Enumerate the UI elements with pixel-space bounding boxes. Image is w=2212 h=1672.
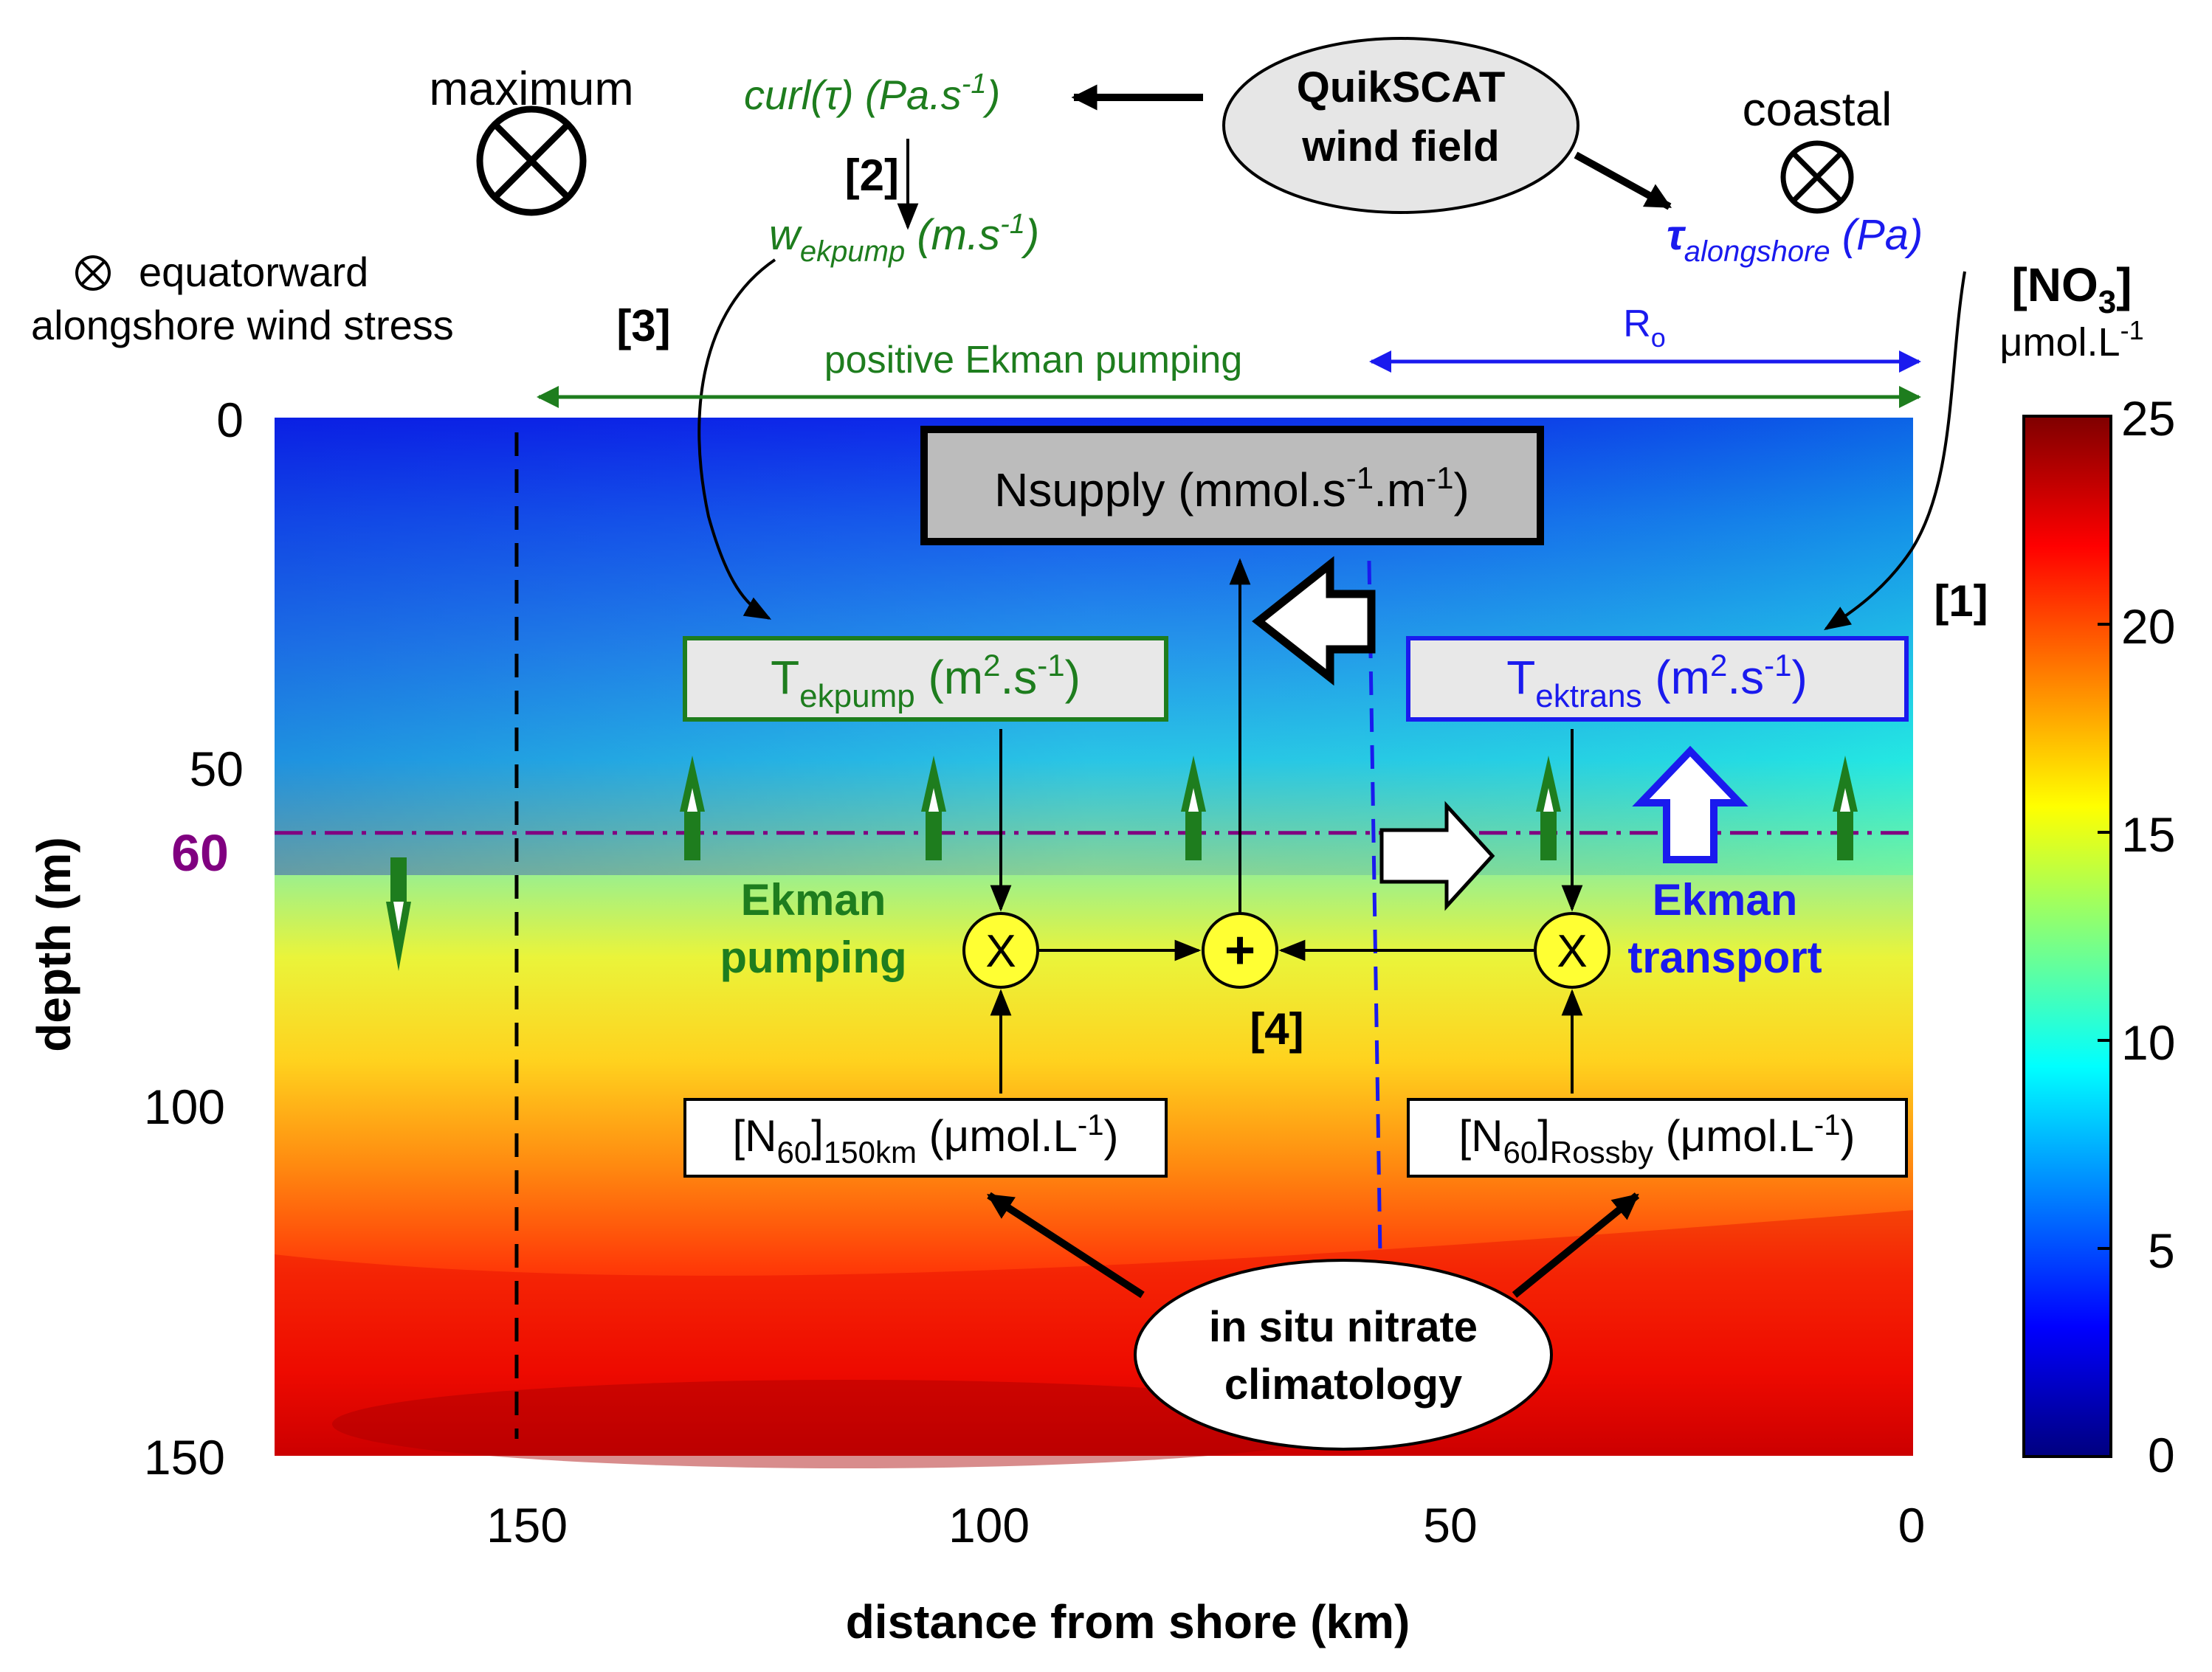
n60-rossby-label: [N60]Rossby (μmol.L-1) (1459, 1109, 1856, 1170)
x-tick-0: 0 (1898, 1498, 1926, 1552)
n60-150km-box: [N60]150km (μmol.L-1) (683, 1098, 1168, 1178)
svg-text:+: + (1224, 921, 1255, 980)
step-4: [4] (1250, 1004, 1303, 1054)
nsupply-box: Nsupply (mmol.s-1.m-1) (920, 426, 1544, 545)
tektrans-box: Tektrans (m2.s-1) (1406, 636, 1909, 722)
n60-rossby-box: [N60]Rossby (μmol.L-1) (1407, 1098, 1908, 1178)
svg-text:X: X (1557, 926, 1587, 977)
quikscat-ellipse: QuikSCAT wind field (1222, 37, 1579, 214)
colorbar-gradient (2022, 415, 2112, 1458)
quikscat-line1: QuikSCAT (1297, 63, 1506, 111)
colorbar-tick-15: 15 (2121, 807, 2175, 862)
y-tick-50: 50 (190, 742, 244, 796)
colorbar-unit: μmol.L-1 (1999, 315, 2143, 365)
span-rossby-label: Ro (1623, 303, 1666, 353)
equatorward-icon (75, 255, 111, 291)
tau-alongshore-label: τalongshore (Pa) (1667, 211, 1923, 268)
rossby-radius-line (1367, 560, 1382, 1255)
block-arrow-offshore-transport (1379, 801, 1495, 911)
span-pumping-label: positive Ekman pumping (824, 339, 1243, 381)
x-tick-50: 50 (1423, 1498, 1477, 1552)
y-tick-0: 0 (216, 393, 244, 447)
quikscat-line2: wind field (1301, 122, 1499, 170)
step-1: [1] (1934, 576, 1988, 626)
colorbar-title: [NO3] (2011, 258, 2132, 320)
ekman-transport-label-2: transport (1627, 933, 1822, 982)
colorbar-tick-5: 5 (2148, 1223, 2175, 1278)
y-tick-150: 150 (144, 1430, 225, 1485)
legend-equatorward-line1: equatorward (139, 249, 368, 295)
y-axis-label: depth (m) (27, 837, 80, 1052)
arrow-climatology-to-nrossby (1512, 1192, 1640, 1298)
arrow-climatology-to-n150 (987, 1192, 1145, 1299)
colorbar-tick-10: 10 (2121, 1015, 2175, 1070)
tekpump-label: Tekpump (m2.s-1) (771, 648, 1081, 714)
colorbar-tick-25: 25 (2121, 391, 2175, 446)
green-upwelling-arrows (680, 756, 1858, 860)
ekman-pumping-label-2: pumping (720, 933, 906, 982)
w-ekpump-label: wekpump (m.s-1) (769, 209, 1039, 268)
legend-equatorward-line2: alongshore wind stress (31, 302, 454, 348)
colorbar: 25 20 15 10 5 0 [NO3] μmol.L-1 (1999, 258, 2175, 1482)
arrow-quikscat-to-tau (1574, 151, 1672, 210)
tektrans-label: Tektrans (m2.s-1) (1506, 648, 1808, 714)
n60-150km-label: [N60]150km (μmol.L-1) (733, 1109, 1119, 1170)
colorbar-tick-0: 0 (2148, 1428, 2175, 1482)
y-axis: 0 50 60 100 150 depth (m) (27, 393, 244, 1485)
svg-text:X: X (985, 926, 1016, 977)
nsupply-label: Nsupply (mmol.s-1.m-1) (994, 460, 1470, 517)
ekman-pumping-label-1: Ekman (741, 875, 886, 925)
block-arrow-upward-transport (1632, 745, 1748, 863)
multiply-node-transport: X (1534, 912, 1610, 989)
x-axis: 150 100 50 0 distance from shore (km) (486, 1498, 1925, 1648)
step-3: [3] (616, 301, 670, 350)
plus-node: + (1202, 912, 1278, 989)
climatology-line2: climatology (1224, 1361, 1462, 1409)
y-tick-100: 100 (144, 1079, 225, 1134)
arrow-tau-to-tektrans (1823, 271, 1966, 630)
y-highlight-60: 60 (171, 824, 229, 882)
colorbar-tick-20: 20 (2121, 599, 2175, 654)
climatology-ellipse: in situ nitrate climatology (1134, 1259, 1553, 1451)
arrow-w-to-tekpump (697, 258, 776, 620)
climatology-line1: in situ nitrate (1209, 1303, 1478, 1351)
multiply-node-pumping: X (962, 912, 1039, 989)
step-2: [2] (845, 151, 899, 200)
tekpump-box: Tekpump (m2.s-1) (683, 636, 1168, 722)
legend-coastal-label: coastal (1743, 83, 1892, 136)
curl-label: curl(τ) (Pa.s-1) (744, 69, 1000, 118)
x-tick-100: 100 (948, 1498, 1030, 1552)
x-tick-150: 150 (486, 1498, 568, 1552)
block-arrow-to-nsupply (1252, 556, 1376, 686)
maximum-wind-icon (476, 106, 587, 216)
coastal-wind-icon (1780, 140, 1854, 214)
ekman-transport-label-1: Ekman (1653, 875, 1798, 925)
green-downwelling-arrow (386, 857, 411, 971)
x-axis-label: distance from shore (km) (846, 1595, 1410, 1648)
